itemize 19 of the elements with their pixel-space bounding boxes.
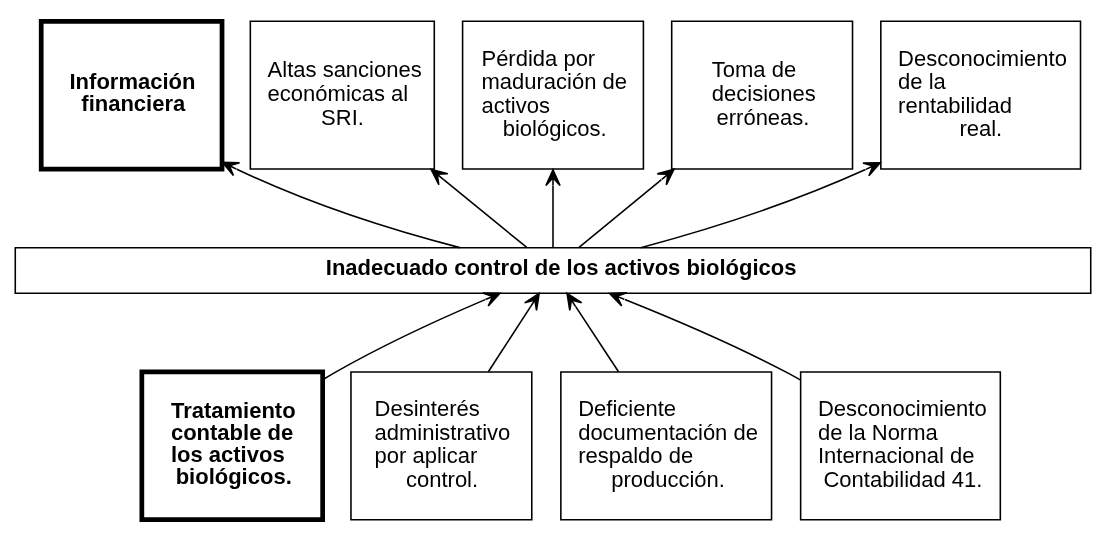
arrow — [221, 160, 461, 248]
node-box: Desconocimiento de la Norma Internacional de Contabilidad 41. — [799, 370, 1002, 520]
arrow — [430, 168, 528, 248]
node-box: Altas sanciones económicas al SRI. — [249, 20, 436, 170]
node-box: Información financiera — [38, 18, 225, 171]
node-box: Tratamiento contable de los activos biológicos. — [139, 369, 326, 522]
node-box: Toma de decisiones erróneas. — [670, 20, 854, 170]
arrow — [487, 292, 540, 372]
node-box: Desinterés administrativo por aplicar control. — [350, 370, 533, 520]
arrow — [545, 168, 561, 248]
node-box: Desconocimiento de la rentabilidad real. — [880, 20, 1082, 170]
arrow — [322, 291, 501, 381]
arrow — [566, 292, 620, 372]
arrow — [639, 161, 881, 248]
node-box: Inadecuado control de los activos biológicos — [14, 246, 1092, 294]
arrow — [578, 168, 675, 248]
arrow — [608, 291, 801, 381]
node-box: Deficiente documentación de respaldo de producción. — [560, 370, 773, 520]
node-box: Pérdida por maduración de activos biológicos. — [461, 20, 645, 170]
